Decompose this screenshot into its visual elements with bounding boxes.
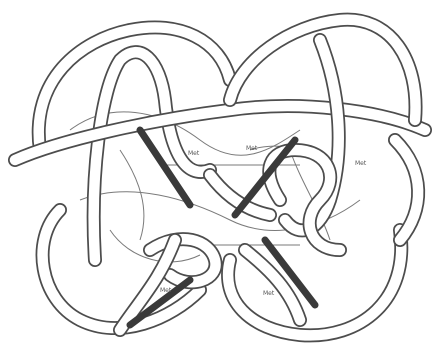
- residue-label: Met: [263, 290, 275, 297]
- residue-label: Met: [246, 145, 258, 152]
- right-domain: [210, 20, 418, 336]
- residue-label: Met: [160, 287, 172, 294]
- residue-label: Met: [355, 160, 367, 167]
- residue-label: Met: [188, 150, 200, 157]
- strand-right-upper: [235, 140, 295, 215]
